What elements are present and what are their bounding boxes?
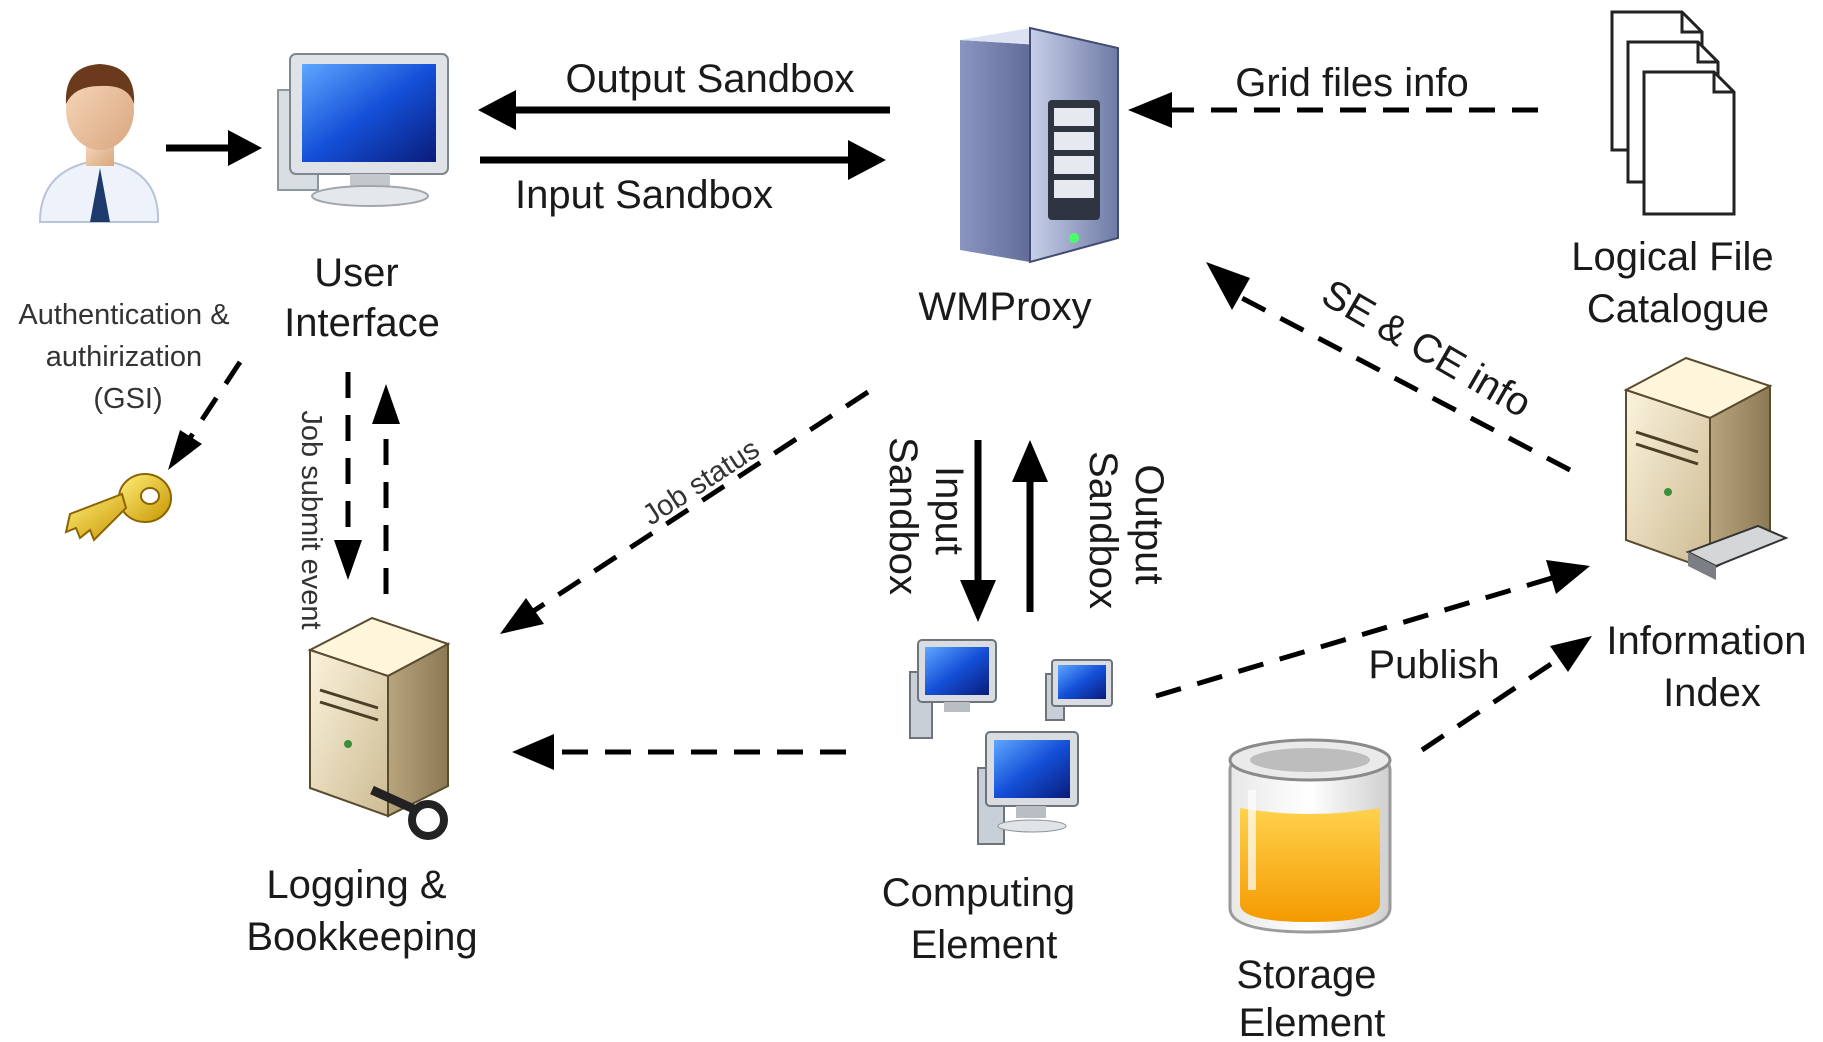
arrow-user-to-ui: [166, 130, 262, 166]
document-stack-icon: [1610, 10, 1736, 216]
server-with-card-icon: [1623, 356, 1789, 580]
output-sandbox-top-label: Output Sandbox: [565, 57, 854, 101]
ce-output-sandbox-label: Output Sandbox: [1081, 451, 1171, 609]
user-interface-label: User Interface: [284, 251, 440, 345]
storage-jar-icon: [1228, 738, 1392, 934]
ce-input-sandbox-label: Input Sandbox: [881, 437, 971, 595]
arrow-ce-publish: [1155, 560, 1590, 699]
arrow-ce-input-sandbox: [960, 440, 996, 622]
computer-cluster-icon: [909, 639, 1113, 845]
job-status-label: Job status: [637, 433, 765, 532]
arrow-grid-files-info: [1128, 92, 1538, 128]
arrow-se-ce-info: [1206, 262, 1572, 473]
user-person-icon: [38, 64, 160, 223]
logging-bookkeeping-label: Logging & Bookkeeping: [246, 863, 477, 959]
tower-server-icon: [960, 26, 1119, 264]
arrow-ui-to-lb: [334, 372, 362, 580]
storage-element-label: Storage Element: [1236, 953, 1387, 1042]
arrow-lb-to-ui: [372, 384, 400, 594]
information-index-label: Information Index: [1606, 619, 1817, 715]
desktop-computer-icon: [277, 53, 449, 207]
computing-element-label: Computing Element: [882, 871, 1087, 967]
publish-label: Publish: [1368, 643, 1499, 687]
arrow-se-publish: [1420, 636, 1592, 753]
grid-files-info-label: Grid files info: [1235, 61, 1468, 105]
logical-file-catalogue-label: Logical File Catalogue: [1571, 235, 1784, 331]
arrow-job-status: [500, 389, 870, 634]
input-sandbox-top-label: Input Sandbox: [515, 173, 773, 217]
se-ce-info-label: SE & CE info: [1314, 271, 1538, 426]
arrow-input-sandbox-top: [480, 140, 886, 180]
arrow-authentication: [168, 360, 243, 470]
arrow-ce-to-lb: [512, 734, 846, 770]
authentication-label: Authentication & authirization (GSI): [18, 299, 237, 415]
key-icon: [64, 473, 172, 542]
arrow-ce-output-sandbox: [1012, 440, 1048, 612]
server-with-key-icon: [307, 616, 451, 840]
arrow-output-sandbox-top: [478, 90, 890, 130]
wmproxy-label: WMProxy: [918, 285, 1091, 329]
job-submit-event-label: Job submit event: [295, 410, 327, 629]
